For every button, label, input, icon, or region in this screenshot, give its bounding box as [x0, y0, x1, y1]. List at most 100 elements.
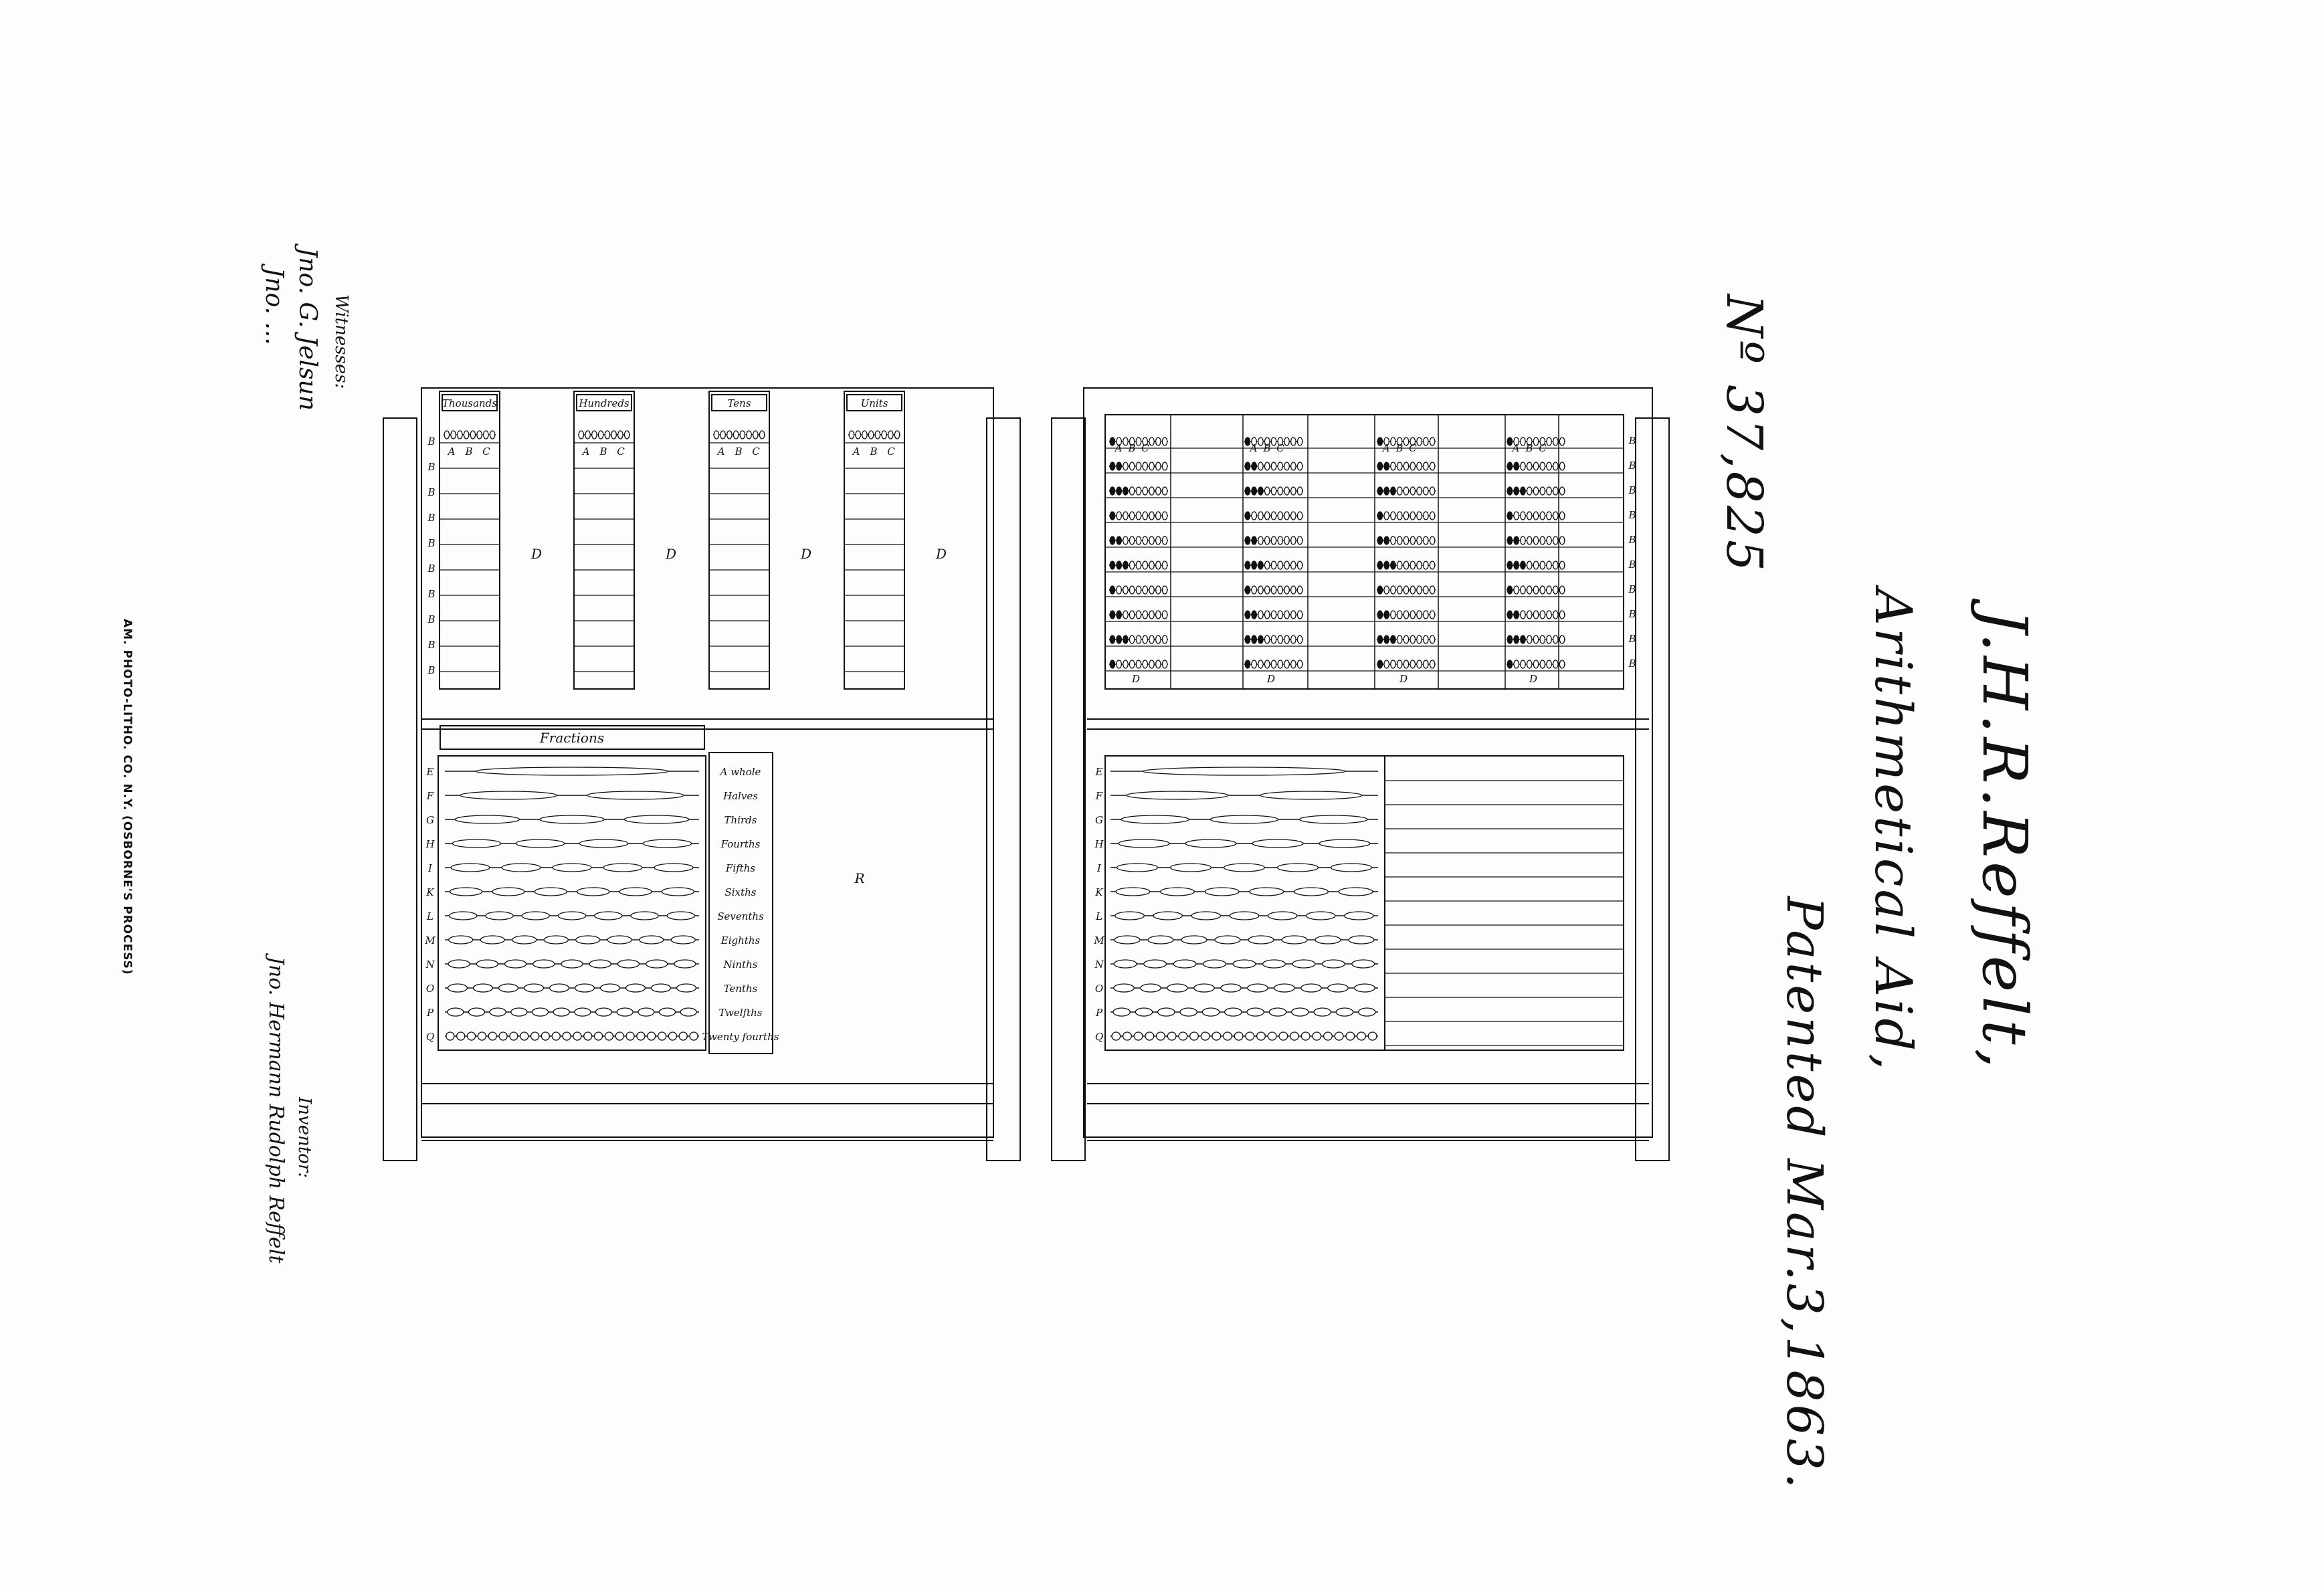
right-bead-rod [1109, 536, 1168, 545]
right-fraction-bead-rod-bead [1338, 887, 1373, 896]
column-bead-rod-bead [463, 430, 470, 439]
right-bead-letter: A [1511, 442, 1520, 454]
right-bead-rod-bead [1552, 462, 1559, 471]
fraction-name: Sevenths [717, 910, 764, 922]
fraction-bead-rod-bead [452, 839, 502, 848]
right-bead-rod-bead [1383, 635, 1390, 644]
right-bead-rod-bead [1390, 486, 1396, 496]
right-bead-rod [1377, 585, 1436, 595]
region-label-d: D [665, 546, 676, 562]
right-bead-rod-bead [1264, 511, 1270, 520]
right-bead-rod-bead [1251, 486, 1258, 496]
right-fraction-bead-rod-bead [1135, 1007, 1153, 1017]
right-fraction-bead-rod-bead [1327, 983, 1349, 993]
right-bead-rod-bead [1123, 561, 1129, 570]
right-fraction-bead-rod-bead [1229, 911, 1260, 920]
right-bead-rod-bead [1155, 486, 1161, 496]
fraction-names-panel [708, 752, 773, 1054]
right-bead-rod-bead [1526, 462, 1533, 471]
fraction-bead-rod-bead [607, 935, 632, 944]
right-bead-rod-bead [1277, 486, 1284, 496]
fraction-bead-rod-bead [460, 791, 557, 800]
right-bead-rod-bead [1264, 561, 1270, 570]
right-fraction-bead-rod-bead [1232, 959, 1256, 969]
fraction-bead-rod-bead [557, 911, 587, 920]
column-bead-rod-bead [591, 430, 597, 439]
right-bead-rod-bead [1410, 561, 1416, 570]
right-fraction-row-letter: H [1094, 838, 1104, 850]
right-bead-rod-bead [1135, 536, 1142, 545]
right-bead-rod-bead [1290, 486, 1296, 496]
right-fraction-bead-rod-bead [1191, 911, 1222, 920]
right-bead-rod-bead [1244, 511, 1251, 520]
right-bead-rod-bead [1244, 536, 1251, 545]
fraction-bead-rod-bead [579, 839, 629, 848]
right-bead-rod-bead [1123, 462, 1129, 471]
right-bead-rod-bead [1533, 486, 1539, 496]
column-bead-rod-bead [739, 430, 746, 439]
right-row-letter: B [1628, 435, 1636, 447]
right-bead-rod-bead [1284, 585, 1290, 595]
right-bead-rod-bead [1396, 585, 1403, 595]
fractions-header-box [440, 725, 705, 750]
right-bead-rod-bead [1244, 437, 1251, 446]
right-bead-rod-bead [1149, 585, 1155, 595]
right-bead-rod [1109, 511, 1168, 520]
fraction-bead-rod-bead [450, 863, 490, 872]
fraction-bead-rod-bead [485, 911, 514, 920]
fraction-bead-rod-bead [501, 863, 541, 872]
right-bead-rod-bead [1290, 610, 1296, 619]
right-bead-rod-bead [1258, 437, 1264, 446]
right-bead-rod-bead [1410, 462, 1416, 471]
right-bead-rod-bead [1539, 561, 1546, 570]
right-fraction-bead-rod-bead [1145, 1031, 1155, 1041]
right-fraction-bead-rod-bead [1112, 1007, 1131, 1017]
right-bead-rod-bead [1116, 437, 1123, 446]
right-fraction-bead-rod-bead [1321, 959, 1345, 969]
right-bead-rod-bead [1429, 486, 1436, 496]
right-bead-rod-bead [1290, 561, 1296, 570]
fraction-bead-rod-bead [576, 887, 610, 896]
right-fraction-bead-rod-bead [1224, 1007, 1242, 1017]
fractions-heading: Fractions [539, 730, 604, 746]
right-fraction-bead-rod-bead [1156, 1031, 1165, 1041]
right-bead-rod-bead [1116, 462, 1123, 471]
right-bead-rod-bead [1533, 610, 1539, 619]
right-bead-rod-bead [1526, 610, 1533, 619]
right-bead-rod-bead [1429, 462, 1436, 471]
right-bead-rod-bead [1135, 635, 1142, 644]
fraction-bead-rod [445, 983, 699, 993]
right-bead-rod-bead [1277, 437, 1284, 446]
right-bead-rod-bead [1396, 635, 1403, 644]
fraction-bead-rod-bead [645, 959, 668, 969]
right-region-label-d: D [1399, 673, 1408, 685]
right-bead-rod-bead [1559, 635, 1565, 644]
fraction-bead-rod-bead [551, 1031, 561, 1041]
right-bead-rod-bead [1416, 511, 1422, 520]
right-bead-rod-bead [1123, 660, 1129, 669]
right-bead-rod-bead [1109, 486, 1116, 496]
right-bead-rod-bead [1116, 486, 1123, 496]
right-fraction-bead-rod-bead [1367, 1031, 1377, 1041]
right-bead-rod-bead [1135, 511, 1142, 520]
right-bead-rod-bead [1377, 437, 1383, 446]
column-bead-rod [578, 430, 630, 439]
right-fraction-bead-rod-bead [1193, 983, 1215, 993]
column-bead-rod-bead [578, 430, 585, 439]
fraction-name: Eighths [720, 934, 761, 947]
fraction-bead-rod-bead [553, 1007, 570, 1017]
right-bead-rod [1109, 585, 1168, 595]
right-bead-rod-bead [1507, 660, 1513, 669]
right-bead-rod-bead [1149, 536, 1155, 545]
right-bead-rod-bead [1296, 511, 1303, 520]
right-bead-rod [1507, 511, 1565, 520]
right-bead-rod-bead [1264, 536, 1270, 545]
right-bead-rod-bead [1290, 437, 1296, 446]
fraction-bead-rod-bead [587, 791, 684, 800]
right-fraction-row-letter: Q [1095, 1031, 1103, 1043]
right-bead-rod-bead [1539, 536, 1546, 545]
right-bead-rod [1507, 635, 1565, 644]
column-bead-rod-bead [623, 430, 630, 439]
column-bead-rod-bead [713, 430, 720, 439]
